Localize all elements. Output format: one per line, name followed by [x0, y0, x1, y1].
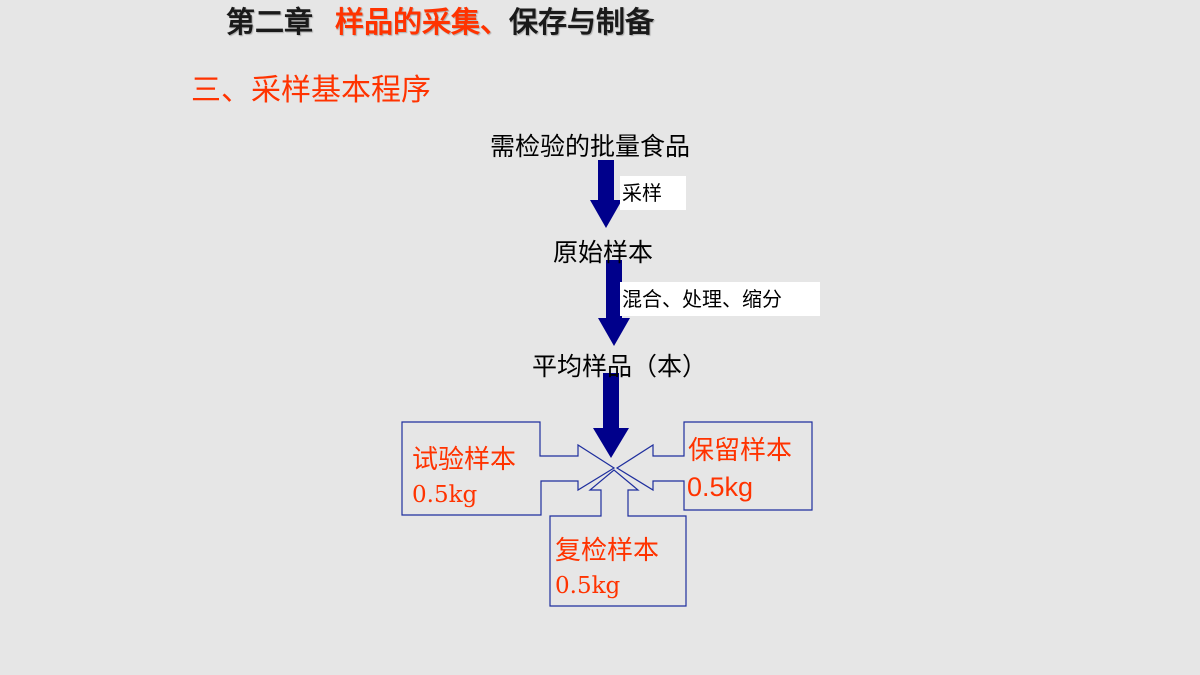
chapter-title-highlight: 样品的采集、	[335, 5, 510, 39]
down-arrow-2	[598, 260, 630, 346]
chapter-heading: 第二章样品的采集、保存与制备	[226, 2, 654, 42]
retain-sample-label: 保留样本	[688, 436, 793, 466]
flow-node-batch-food: 需检验的批量食品	[490, 132, 691, 161]
recheck-sample-callout	[549, 469, 687, 607]
recheck-sample-label: 复检样本	[555, 536, 660, 566]
down-arrow-3	[593, 373, 629, 458]
retain-sample-qty: 0.5kg	[687, 472, 754, 502]
section-title: 三、采样基本程序	[191, 73, 431, 108]
test-sample-qty: 0.5kg	[412, 482, 478, 508]
test-sample-label: 试验样本	[412, 445, 517, 475]
flow-node-original-sample: 原始样本	[553, 238, 654, 267]
recheck-sample-qty: 0.5kg	[555, 573, 621, 599]
step-label-mix-process-reduce: 混合、处理、缩分	[620, 282, 820, 316]
retain-sample-callout	[615, 421, 813, 511]
down-arrow-1	[590, 160, 622, 228]
test-sample-callout	[401, 421, 616, 516]
flow-node-average-sample: 平均样品（本）	[532, 352, 708, 381]
step-label-sampling: 采样	[620, 176, 686, 210]
chapter-number: 第二章	[226, 5, 314, 39]
chapter-title-rest: 保存与制备	[509, 5, 655, 39]
